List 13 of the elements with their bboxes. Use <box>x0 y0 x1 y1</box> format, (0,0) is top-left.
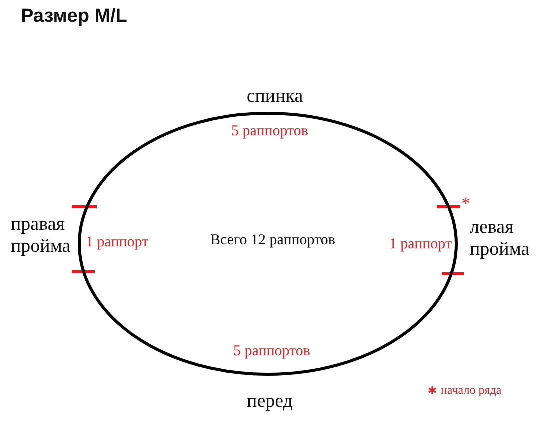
armhole-label: правая пройма <box>11 214 72 258</box>
part-label: перед <box>247 391 293 413</box>
legend-label: начало ряда <box>441 384 502 398</box>
repeat-count-label: 1 раппорт <box>86 234 149 252</box>
start-mark: * <box>462 194 470 214</box>
armhole-label: левая пройма <box>470 217 531 261</box>
total-label: Всего 12 раппортов <box>210 232 336 250</box>
repeat-count-label: 5 раппортов <box>232 123 308 141</box>
repeat-count-label: 1 раппорт <box>389 236 452 254</box>
repeat-count-label: 5 раппортов <box>234 343 310 361</box>
part-label: спинка <box>246 86 304 108</box>
oval-outline <box>78 112 458 376</box>
title: Размер M/L <box>21 6 128 28</box>
